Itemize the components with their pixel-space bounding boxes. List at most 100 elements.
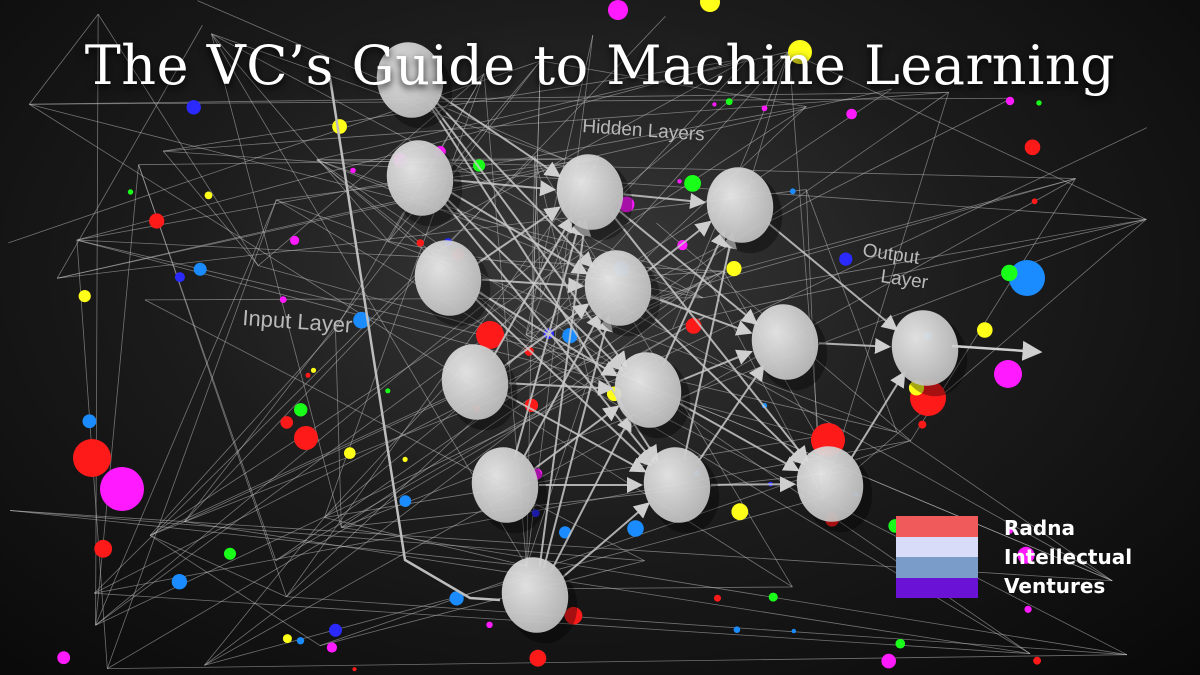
network-edge xyxy=(542,315,613,569)
output-arrow xyxy=(951,340,1043,361)
network-edge xyxy=(449,190,589,275)
decor-dot xyxy=(127,189,134,195)
web-line xyxy=(204,270,724,666)
decor-dot xyxy=(1031,198,1038,205)
decor-dot xyxy=(977,322,993,338)
decor-dot xyxy=(1005,96,1015,106)
web-line xyxy=(10,510,645,562)
web-line xyxy=(257,73,485,266)
web-line xyxy=(896,431,1113,582)
decor-dot xyxy=(789,188,796,195)
decor-dot xyxy=(294,426,318,450)
web-line xyxy=(94,592,1031,655)
network-edge xyxy=(481,277,585,294)
network-edge xyxy=(642,306,805,466)
output-layer-label-line2: Layer xyxy=(879,266,930,294)
network-node xyxy=(501,557,569,633)
web-line xyxy=(502,51,790,372)
web-line xyxy=(588,378,1128,656)
web-line xyxy=(211,33,389,242)
web-line xyxy=(805,189,818,437)
network-node xyxy=(706,167,774,243)
decor-dot xyxy=(329,623,342,637)
decor-dot xyxy=(296,637,305,645)
decor-dot xyxy=(839,252,853,266)
web-line xyxy=(28,13,99,105)
decor-dot xyxy=(1024,139,1041,156)
network-edge xyxy=(438,93,562,178)
decor-dot xyxy=(725,98,733,106)
decor-dot xyxy=(290,235,300,245)
web-line xyxy=(95,199,277,626)
decor-dot xyxy=(282,634,292,644)
decor-dot xyxy=(1024,605,1032,613)
network-node xyxy=(441,344,509,420)
web-line xyxy=(573,279,1113,582)
web-line xyxy=(149,328,673,536)
decor-dot xyxy=(627,520,644,537)
decor-dot xyxy=(82,414,97,429)
decor-dot xyxy=(1009,260,1045,296)
network-edge xyxy=(818,338,892,355)
network-edge xyxy=(650,295,753,336)
network-edge xyxy=(491,215,573,359)
decor-dot xyxy=(846,108,857,120)
web-line xyxy=(107,654,1127,670)
logo-stripe xyxy=(896,516,978,537)
web-line xyxy=(526,378,589,567)
decor-dot xyxy=(100,467,144,511)
network-edge xyxy=(532,405,620,471)
web-line xyxy=(704,218,1147,318)
web-line xyxy=(822,219,1147,498)
logo-stripe xyxy=(896,536,978,557)
decor-dot xyxy=(279,296,287,303)
web-line xyxy=(163,150,1147,220)
decor-dot xyxy=(918,420,927,429)
decor-dot xyxy=(186,100,201,115)
web-line xyxy=(540,60,807,108)
decor-dot xyxy=(310,367,317,373)
decor-dot xyxy=(559,526,572,539)
decor-dot xyxy=(399,495,412,507)
network-nodes xyxy=(376,42,968,644)
decor-dot xyxy=(788,40,812,64)
decor-dot xyxy=(416,239,424,247)
logo-name-line: Ventures xyxy=(1004,574,1106,598)
web-line xyxy=(138,158,565,166)
input-layer-label: Input Layer xyxy=(242,305,354,338)
decor-dot xyxy=(204,191,213,200)
network-node xyxy=(614,352,682,428)
page-title: The VC’s Guide to Machine Learning xyxy=(84,34,1116,97)
web-line xyxy=(57,189,807,279)
web-line xyxy=(95,14,99,626)
network-edge xyxy=(550,414,632,571)
network-edge xyxy=(508,379,615,396)
decor-dot xyxy=(294,403,308,417)
web-line xyxy=(341,470,849,528)
logo-stripe xyxy=(896,577,978,598)
network-edge xyxy=(513,218,584,459)
web-line xyxy=(95,51,790,626)
network-edge xyxy=(683,232,738,458)
network-node xyxy=(386,140,454,216)
web-line xyxy=(702,218,1147,299)
network-node xyxy=(796,446,864,522)
decor-dot xyxy=(684,175,701,192)
decor-dot xyxy=(305,372,311,378)
web-line xyxy=(788,51,824,498)
web-line xyxy=(163,91,949,152)
network-edge xyxy=(453,179,557,197)
decor-dot xyxy=(352,667,357,672)
web-line xyxy=(56,25,203,279)
network-node xyxy=(376,42,444,118)
decor-dot xyxy=(94,539,113,558)
web-line xyxy=(319,560,645,646)
web-line xyxy=(162,150,259,266)
network-edge xyxy=(679,349,753,382)
web-line xyxy=(286,596,1127,656)
network-node xyxy=(471,447,539,523)
decor-dot xyxy=(78,290,91,303)
decor-dot xyxy=(731,503,749,521)
web-line xyxy=(149,535,287,598)
decor-dot xyxy=(449,591,464,606)
